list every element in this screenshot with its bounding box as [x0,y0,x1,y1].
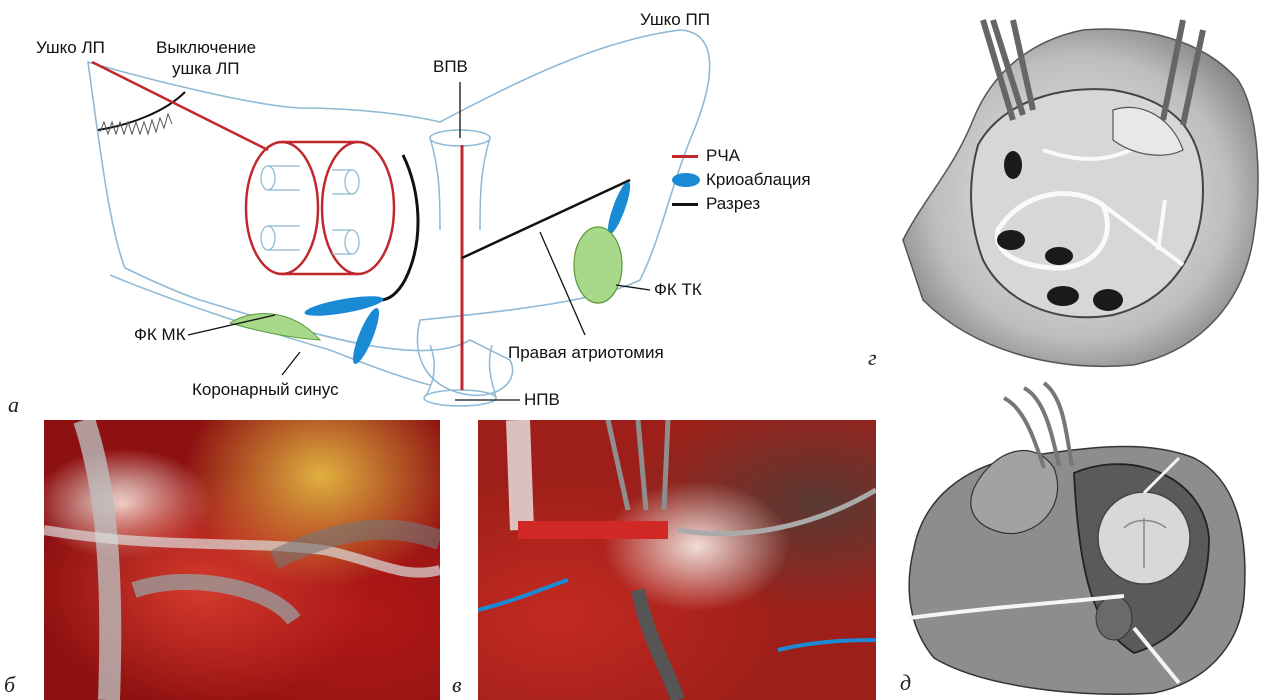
cryo-tv [604,180,634,237]
panel-letter-d: д [900,670,911,696]
label-vykl-line1: Выключение [156,38,256,58]
label-ushko-lp: Ушко ЛП [36,38,105,58]
label-vykl-line2: ушка ЛП [172,59,240,79]
incision-swatch [672,203,698,206]
rfa-swatch [672,155,698,158]
pulmonary-veins [261,166,359,254]
panel-letter-v: в [452,672,462,698]
legend: РЧА Криоаблация Разрез [672,144,811,216]
panel-letter-a: а [8,392,19,418]
mitral-annulus [230,314,320,340]
legend-item-incision: Разрез [672,192,811,216]
illustration-la-ablation [883,0,1263,372]
label-ushko-pp: Ушко ПП [640,10,710,30]
surgery-photo-b [44,420,440,700]
illustration-right-atriotomy [904,378,1259,698]
incision-la [380,155,418,300]
legend-label-cryo: Криоаблация [706,170,811,190]
legend-item-cryo: Криоаблация [672,168,811,192]
rfa-pv-left [246,142,318,274]
panel-letter-g: г [868,345,877,371]
legend-label-rfa: РЧА [706,146,740,166]
laa-suture-loops [100,114,172,134]
label-vpv: ВПВ [433,57,468,77]
label-fk-tk: ФК ТК [654,280,702,300]
legend-label-incision: Разрез [706,194,760,214]
svc-walls [430,138,490,230]
cryo-mv-2 [348,306,383,367]
label-koronarny-sinus: Коронарный синус [192,380,339,400]
tricuspid-annulus [574,227,622,303]
label-npv: НПВ [524,390,560,410]
legend-item-rfa: РЧА [672,144,811,168]
surgery-photo-v [478,420,876,700]
cryo-swatch [672,173,700,187]
panel-letter-b: б [4,672,15,698]
label-fk-mk: ФК МК [134,325,186,345]
label-pravaya-atriotomiya: Правая атриотомия [508,343,664,363]
